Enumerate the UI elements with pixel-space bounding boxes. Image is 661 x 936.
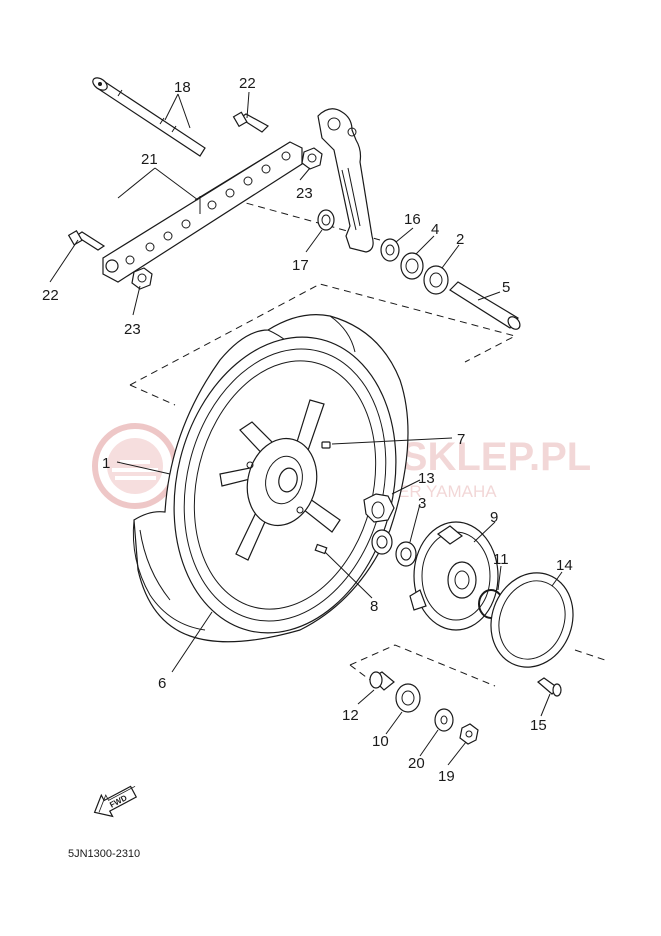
part-3-bearing-b <box>395 541 417 567</box>
callout-7: 7 <box>457 431 465 448</box>
callout-21: 21 <box>141 151 158 168</box>
part-8-balance-weight <box>314 543 328 555</box>
part-5-spacer-tube <box>449 281 521 330</box>
part-4-oil-seal <box>400 252 424 280</box>
callout-23-top: 23 <box>296 185 313 202</box>
callout-4: 4 <box>431 221 439 238</box>
part-22-bolt-upper <box>232 111 269 133</box>
part-19-nut <box>459 723 479 745</box>
part-18-shaft <box>92 77 206 157</box>
part-22-bolt-lower <box>67 229 106 251</box>
part-15-screw <box>537 677 562 697</box>
leader-lines <box>49 91 563 766</box>
callout-8: 8 <box>370 598 378 615</box>
part-3-bearing-a <box>371 529 393 555</box>
part-13-gear-unit <box>363 493 395 523</box>
part-9-brake-plate <box>409 521 499 631</box>
fwd-arrow-icon: FWD <box>93 785 138 818</box>
callout-22-top: 22 <box>239 75 256 92</box>
callout-11: 11 <box>493 551 509 568</box>
callout-10: 10 <box>372 733 389 750</box>
part-23-nut-lower <box>131 267 153 290</box>
part-14-cover-ring <box>490 572 574 668</box>
callout-2: 2 <box>456 231 464 248</box>
callout-16: 16 <box>404 211 421 228</box>
callout-20: 20 <box>408 755 425 772</box>
part-16-collar <box>380 238 400 262</box>
callout-17: 17 <box>292 257 309 274</box>
part-20-washer <box>434 708 454 732</box>
callout-5: 5 <box>502 279 510 296</box>
callout-14: 14 <box>556 557 573 574</box>
callout-12: 12 <box>342 707 359 724</box>
fork-bracket <box>317 108 374 253</box>
callout-23-bottom: 23 <box>124 321 141 338</box>
callout-6: 6 <box>158 675 166 692</box>
callout-18: 18 <box>174 79 191 96</box>
drawing-code: 5JN1300-2310 <box>68 848 140 860</box>
callout-1: 1 <box>102 455 110 472</box>
part-10-bearing <box>395 683 421 713</box>
callout-19: 19 <box>438 768 455 785</box>
callout-22-bottom: 22 <box>42 287 59 304</box>
callout-13: 13 <box>418 470 435 487</box>
part-17-spacer <box>317 209 335 231</box>
part-12-collar <box>369 671 395 691</box>
part-21-link-arm <box>102 141 303 283</box>
part-2-bearing <box>423 265 449 295</box>
part-23-nut-upper <box>301 147 323 170</box>
callout-3: 3 <box>418 495 426 512</box>
callout-9: 9 <box>490 509 498 526</box>
part-1-rim <box>173 336 397 634</box>
callout-labels: 18 22 21 23 16 4 2 17 5 22 23 7 1 13 3 9… <box>42 75 573 785</box>
callout-15: 15 <box>530 717 547 734</box>
part-7-valve <box>321 441 331 449</box>
